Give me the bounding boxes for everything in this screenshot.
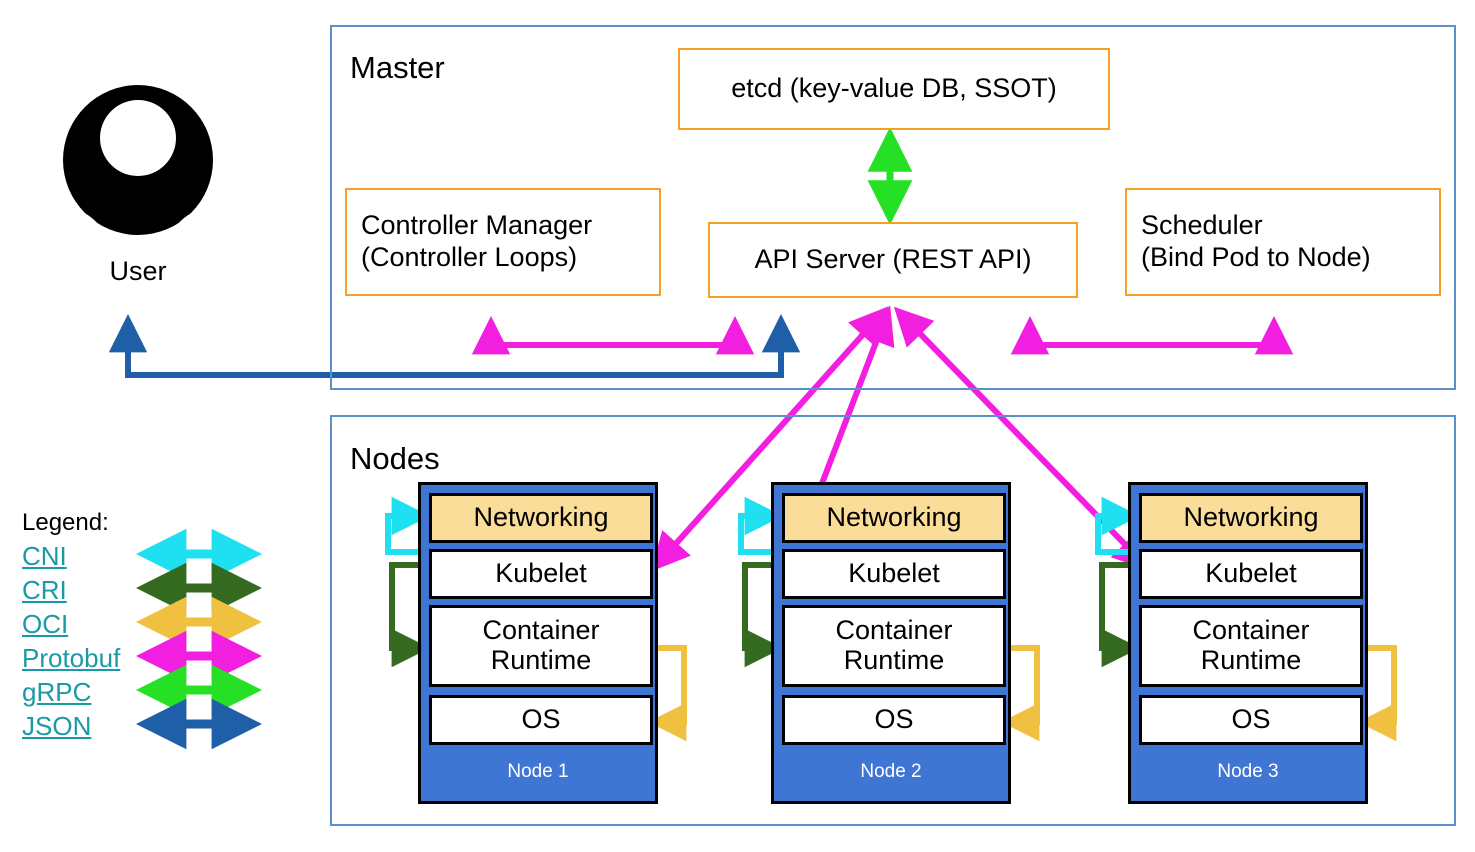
legend-item-json[interactable]: JSON [22, 711, 92, 741]
node2-container-runtime-line1: Container [835, 615, 953, 646]
nodes-group-title: Nodes [350, 441, 440, 476]
scheduler-line2: (Bind Pod to Node) [1141, 242, 1371, 272]
node3-container-runtime-line2: Runtime [1200, 645, 1302, 675]
node2-networking-layer[interactable]: Networking [782, 493, 1006, 543]
node2-container-runtime-line2: Runtime [843, 645, 945, 675]
master-group-box [330, 25, 1456, 390]
connector-cni-node1 [385, 496, 430, 555]
node2-container-runtime-layer[interactable]: Container Runtime [782, 605, 1006, 687]
node3-networking-layer[interactable]: Networking [1139, 493, 1363, 543]
node2-kubelet-layer[interactable]: Kubelet [782, 549, 1006, 599]
connector-cri-node1 [389, 562, 430, 668]
node3-kubelet-layer[interactable]: Kubelet [1139, 549, 1363, 599]
legend-item-cni[interactable]: CNI [22, 541, 67, 571]
node1-container-runtime-line1: Container [482, 615, 600, 646]
legend-item-cri[interactable]: CRI [22, 575, 67, 605]
controller-manager-box[interactable]: Controller Manager (Controller Loops) [345, 188, 661, 296]
master-group-title: Master [350, 50, 445, 85]
node1-name-label: Node 1 [507, 761, 569, 782]
legend-item-protobuf[interactable]: Protobuf [22, 643, 121, 673]
node1-os-layer[interactable]: OS [429, 695, 653, 745]
connector-cni-node2 [738, 496, 783, 555]
node-box-1[interactable]: Networking Kubelet Container Runtime OS … [418, 482, 658, 804]
api-server-box[interactable]: API Server (REST API) [708, 222, 1078, 298]
connector-oci-node2 [1001, 645, 1040, 742]
connector-cri-node3 [1099, 562, 1140, 668]
connector-oci-node3 [1358, 645, 1397, 742]
node1-container-runtime-line2: Runtime [490, 645, 592, 675]
legend-item-oci[interactable]: OCI [22, 609, 69, 639]
node3-container-runtime-line1: Container [1192, 615, 1310, 646]
user-avatar-icon [4, 85, 272, 318]
scheduler-box[interactable]: Scheduler (Bind Pod to Node) [1125, 188, 1441, 296]
node-box-2[interactable]: Networking Kubelet Container Runtime OS … [771, 482, 1011, 804]
node1-kubelet-layer[interactable]: Kubelet [429, 549, 653, 599]
legend-item-grpc[interactable]: gRPC [22, 677, 92, 707]
node2-name-label: Node 2 [860, 761, 922, 782]
legend-title: Legend: [22, 509, 109, 536]
controller-manager-line2: (Controller Loops) [361, 242, 578, 272]
node3-name-label: Node 3 [1217, 761, 1279, 782]
node3-os-layer[interactable]: OS [1139, 695, 1363, 745]
node2-os-layer[interactable]: OS [782, 695, 1006, 745]
node1-container-runtime-layer[interactable]: Container Runtime [429, 605, 653, 687]
connector-oci-node1 [648, 645, 687, 742]
connector-cni-node3 [1095, 496, 1140, 555]
node-box-3[interactable]: Networking Kubelet Container Runtime OS … [1128, 482, 1368, 804]
etcd-box[interactable]: etcd (key-value DB, SSOT) [678, 48, 1110, 130]
controller-manager-line1: Controller Manager [361, 210, 593, 241]
connector-cri-node2 [742, 562, 783, 668]
user-caption: User [109, 256, 167, 286]
node3-container-runtime-layer[interactable]: Container Runtime [1139, 605, 1363, 687]
nodes-group-box [330, 415, 1456, 826]
node1-networking-layer[interactable]: Networking [429, 493, 653, 543]
scheduler-line1: Scheduler [1141, 210, 1263, 241]
